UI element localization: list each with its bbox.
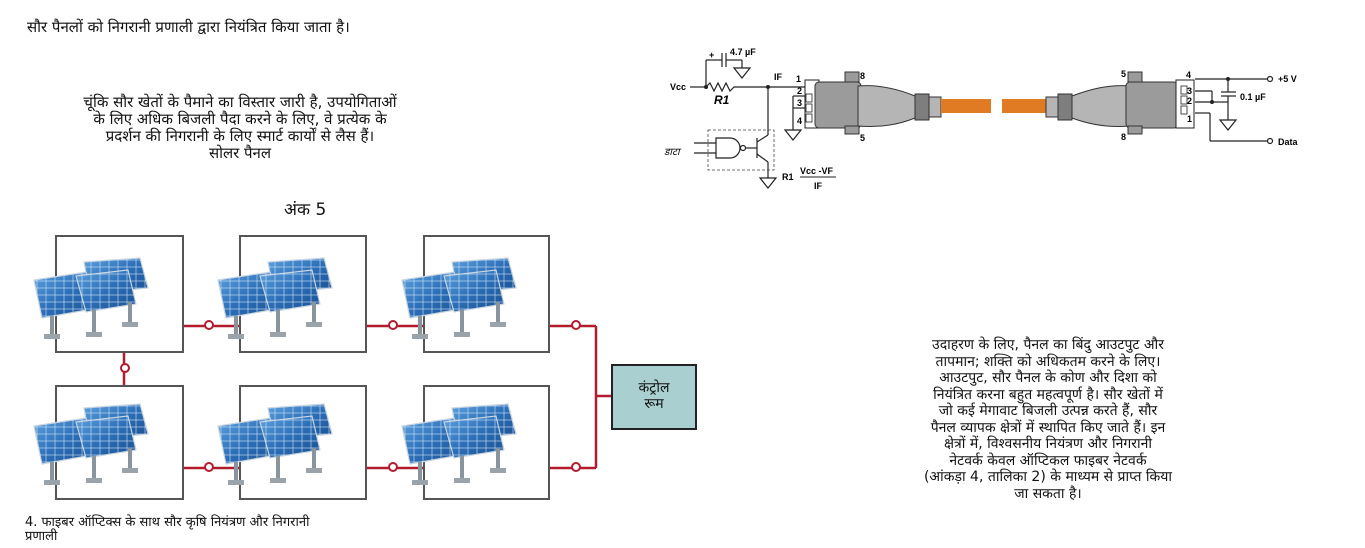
supply-label: +5 V bbox=[1278, 74, 1297, 84]
example-line: नेटवर्क केवल ऑप्टिकल फाइबर नेटवर्क bbox=[949, 452, 1147, 469]
intro-paragraph: चूंकि सौर खेतों के पैमाने का विस्तार जार… bbox=[20, 94, 460, 162]
left-fiber-connector bbox=[804, 71, 942, 135]
example-line: नियंत्रित करना बहुत महत्वपूर्ण है। सौर ख… bbox=[933, 386, 1163, 403]
solar-farm-diagram bbox=[33, 235, 611, 500]
pin-label: 2 bbox=[797, 86, 802, 96]
r1-label: R1 bbox=[714, 93, 730, 107]
pin-label: 3 bbox=[1187, 86, 1192, 96]
if-label: IF bbox=[774, 72, 783, 82]
cap2-value-label: 0.1 µF bbox=[1240, 92, 1266, 102]
pin-label: 1 bbox=[1187, 114, 1192, 124]
connector-node bbox=[388, 320, 398, 330]
caption-line: प्रणाली bbox=[25, 529, 58, 544]
connector-node bbox=[204, 320, 214, 330]
data-output-label: Data bbox=[1278, 137, 1299, 147]
figure-label: अंक 5 bbox=[284, 200, 327, 220]
example-line: तापमान; शक्ति को अधिकतम करने के लिए। bbox=[935, 353, 1161, 370]
example-line: जा सकता है। bbox=[1014, 485, 1082, 502]
pin-label: 2 bbox=[1187, 96, 1192, 106]
connector-node bbox=[204, 462, 214, 472]
intro-line: सोलर पैनल bbox=[208, 144, 272, 162]
example-line: क्षेत्रों में, विश्वसनीय नियंत्रण और निग… bbox=[943, 436, 1153, 452]
connector-node bbox=[571, 320, 581, 330]
figure-caption: 4. फाइबर ऑप्टिक्स के साथ सौर कृषि नियंत्… bbox=[25, 516, 309, 544]
control-room-label: रूम bbox=[644, 396, 664, 412]
fiber-cable bbox=[941, 99, 991, 113]
control-room-label: कंट्रोल bbox=[638, 380, 670, 396]
pin-label: 8 bbox=[1121, 132, 1126, 142]
example-line: उदाहरण के लिए, पैनल का बिंदु आउटपुट और bbox=[932, 337, 1164, 353]
caption-line: 4. फाइबर ऑप्टिक्स के साथ सौर कृषि नियंत्… bbox=[25, 515, 310, 530]
pin-label: 3 bbox=[797, 98, 802, 108]
data-input-label: डाटा bbox=[664, 147, 682, 158]
right-fiber-connector bbox=[1045, 71, 1195, 135]
connector-node bbox=[388, 462, 398, 472]
cap-plus-label: + bbox=[709, 50, 714, 60]
r1-formula-denominator: IF bbox=[814, 181, 823, 191]
example-line: पैनल व्यापक क्षेत्रों में स्थापित किए जा… bbox=[930, 419, 1166, 436]
pin-label: 5 bbox=[860, 133, 865, 143]
page-title: सौर पैनलों को निगरानी प्रणाली द्वारा निय… bbox=[27, 18, 350, 36]
pin-label: 4 bbox=[797, 116, 802, 126]
control-room-box: कंट्रोल रूम bbox=[611, 364, 697, 430]
intro-line: के लिए अधिक बिजली पैदा करने के लिए, वे प… bbox=[93, 110, 387, 128]
connector-node bbox=[120, 363, 130, 373]
intro-line: प्रदर्शन की निगरानी के लिए स्मार्ट कार्य… bbox=[105, 127, 375, 145]
fiber-cable bbox=[1002, 99, 1046, 113]
connector-node bbox=[571, 462, 581, 472]
cap-value-label: 4.7 µF bbox=[730, 47, 756, 57]
pin-label: 1 bbox=[796, 74, 801, 84]
fiber-link-circuit: + 4.7 µF Vcc R1 IF डाटा R1 Vcc -VF IF 1 … bbox=[664, 47, 1299, 191]
intro-line: चूंकि सौर खेतों के पैमाने का विस्तार जार… bbox=[83, 93, 397, 111]
pin-label: 5 bbox=[1121, 69, 1126, 79]
vcc-label: Vcc bbox=[670, 82, 686, 92]
example-line: जो कई मेगावाट बिजली उत्पन्न करते हैं, सौ… bbox=[938, 403, 1158, 419]
example-line: (आंकड़ा 4, तालिका 2) के माध्यम से प्राप्… bbox=[923, 469, 1173, 485]
example-line: आउटपुट, सौर पैनल के कोण और दिशा को bbox=[939, 370, 1157, 386]
pin-label: 4 bbox=[1186, 70, 1191, 80]
r1-formula-left: R1 bbox=[782, 172, 794, 182]
example-paragraph: उदाहरण के लिए, पैनल का बिंदु आउटपुट और त… bbox=[868, 337, 1228, 502]
pin-label: 8 bbox=[860, 71, 865, 81]
r1-formula-numerator: Vcc -VF bbox=[800, 166, 834, 176]
